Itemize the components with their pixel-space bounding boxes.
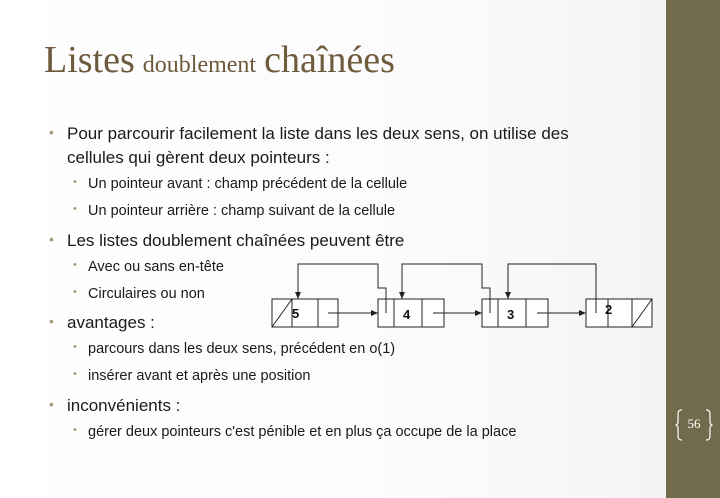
page-number-frame: 56 [675, 408, 713, 442]
side-band [666, 0, 720, 498]
bullet-marker: • [49, 231, 54, 247]
bullet-marker: • [49, 124, 54, 140]
sub-bullet-item: • Avec ou sans en-tête [73, 259, 224, 275]
prev-pointer-arrow [505, 263, 597, 313]
title-part-3: chaînées [264, 39, 395, 81]
slide-title: Listes doublement chaînées [44, 38, 395, 82]
sub-bullet-item: • Un pointeur arrière : champ suivant de… [73, 203, 396, 219]
bullet-text: inconvénients : [67, 396, 181, 415]
bullet-marker: • [73, 341, 77, 353]
cell-value: 2 [605, 302, 612, 317]
bullet-marker: • [49, 396, 54, 412]
bullet-marker: • [73, 259, 77, 271]
prev-pointer-arrow [399, 263, 491, 313]
null-pointer-slash [631, 298, 653, 328]
bullet-text: insérer avant et après une position [88, 368, 311, 384]
bullet-item: • avantages : [49, 313, 155, 333]
bullet-marker: • [73, 286, 77, 298]
cell-value: 4 [403, 307, 411, 322]
bullet-marker: • [73, 368, 77, 380]
bullet-text: gérer deux pointeurs c'est pénible et en… [88, 424, 517, 440]
bullet-text: Les listes doublement chaînées peuvent ê… [67, 231, 405, 250]
cell-value: 3 [507, 307, 514, 322]
bullet-text: Avec ou sans en-tête [88, 259, 224, 275]
bullet-text: Circulaires ou non [88, 286, 205, 302]
doubly-linked-list-diagram: 5 4 3 2 [271, 263, 653, 328]
sub-bullet-item: • parcours dans les deux sens, précédent… [73, 341, 396, 357]
bullet-item-continued: cellules qui gèrent deux pointeurs : [67, 148, 330, 168]
cell-value: 5 [292, 306, 299, 321]
bullet-text: Pour parcourir facilement la liste dans … [67, 124, 569, 143]
bullet-item: • Les listes doublement chaînées peuvent… [49, 231, 405, 251]
bullet-item: • inconvénients : [49, 396, 181, 416]
sub-bullet-item: • gérer deux pointeurs c'est pénible et … [73, 424, 517, 440]
sub-bullet-item: • Circulaires ou non [73, 286, 205, 302]
sub-bullet-item: • insérer avant et après une position [73, 368, 311, 384]
page-number: 56 [687, 416, 701, 431]
bullet-text: Un pointeur arrière : champ suivant de l… [88, 203, 396, 219]
bullet-text: parcours dans les deux sens, précédent e… [88, 341, 396, 357]
prev-pointer-arrow [295, 263, 387, 313]
bracket-frame-icon [675, 409, 713, 441]
sub-bullet-item: • Un pointeur avant : champ précédent de… [73, 176, 408, 192]
bullet-marker: • [73, 176, 77, 188]
bullet-marker: • [73, 203, 77, 215]
bullet-item: • Pour parcourir facilement la liste dan… [49, 124, 569, 144]
bullet-text: Un pointeur avant : champ précédent de l… [88, 176, 408, 192]
bullet-marker: • [49, 313, 54, 329]
null-pointer-slash [271, 298, 293, 328]
bullet-marker: • [73, 424, 77, 436]
list-cell [585, 298, 653, 328]
title-part-2: doublement [142, 52, 257, 78]
title-part-1: Listes [44, 39, 135, 81]
bullet-text: avantages : [67, 313, 155, 332]
bullet-text: cellules qui gèrent deux pointeurs : [67, 148, 330, 167]
